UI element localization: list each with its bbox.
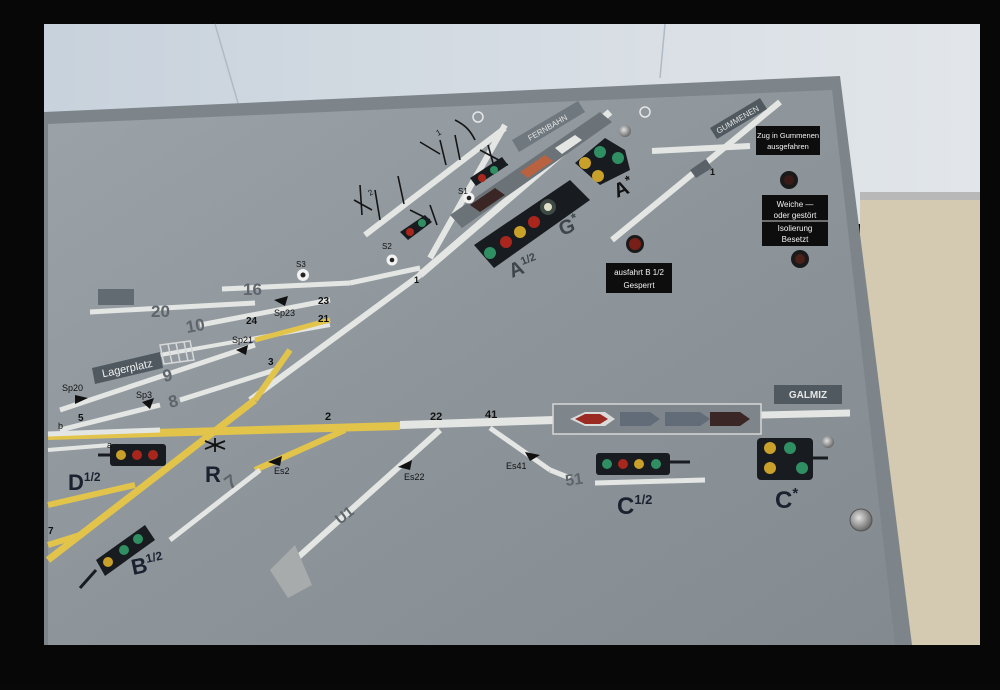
galmiz-label: GALMIZ bbox=[789, 390, 827, 401]
weiche-plate: Weiche — oder gestört Isolierung Besetzt bbox=[762, 195, 828, 246]
panel-screw-knob[interactable] bbox=[849, 508, 873, 532]
label-s3: S3 bbox=[296, 260, 306, 269]
ausfahrt-line2: Gesperrt bbox=[623, 281, 655, 290]
label-s2: S2 bbox=[382, 242, 392, 251]
zug-line1: Zug in Gummenen bbox=[757, 131, 819, 140]
label-b: b bbox=[58, 421, 63, 431]
isolierung-line2: Besetzt bbox=[782, 235, 809, 244]
label-sp23: Sp23 bbox=[274, 308, 295, 318]
signal-s1 bbox=[470, 157, 508, 186]
zug-line2: ausgefahren bbox=[767, 142, 809, 151]
gummenen-indicator bbox=[690, 159, 712, 178]
track-3: 3 bbox=[268, 357, 274, 368]
label-sp21: Sp21 bbox=[232, 335, 253, 345]
label-sp20: Sp20 bbox=[62, 383, 83, 393]
signal-d-half-label: D1/2 bbox=[68, 470, 101, 495]
track-10: 10 bbox=[184, 315, 206, 337]
track-23: 23 bbox=[318, 296, 330, 307]
signal-c-half bbox=[596, 453, 690, 475]
track-7-edge: 7 bbox=[48, 526, 54, 537]
signal-c-half-label: C1/2 bbox=[617, 492, 652, 520]
signal-a-star bbox=[575, 125, 631, 185]
zug-plate: Zug in Gummenen ausgefahren bbox=[756, 126, 820, 155]
label-es2: Es2 bbox=[274, 466, 290, 476]
isolierung-line1: Isolierung bbox=[778, 224, 813, 233]
signal-r-label: R bbox=[205, 462, 221, 487]
signal-letters: A1/2 G* A* D1/2 B1/2 R C1/2 C* bbox=[68, 172, 798, 580]
signal-a-half bbox=[474, 180, 590, 268]
track-16: 16 bbox=[243, 280, 262, 299]
label-es41: Es41 bbox=[506, 461, 527, 471]
track-8: 8 bbox=[166, 391, 180, 412]
track-22: 22 bbox=[430, 411, 442, 423]
track-1-gummenen: 1 bbox=[710, 167, 715, 177]
track-24: 24 bbox=[246, 316, 258, 327]
signal-d-half bbox=[98, 444, 166, 466]
weiche-line1: Weiche — bbox=[777, 200, 814, 209]
track-2: 2 bbox=[325, 411, 331, 423]
fernbahn-indicator-strip bbox=[450, 112, 612, 228]
signal-b-half-label: B1/2 bbox=[129, 549, 166, 580]
track-20: 20 bbox=[151, 302, 170, 321]
lagerplatz-hatch bbox=[159, 340, 195, 365]
track-5: 5 bbox=[78, 413, 84, 424]
panel-surface bbox=[48, 90, 895, 645]
label-tick2: 2 bbox=[367, 187, 376, 197]
ausfahrt-line1: ausfahrt B 1/2 bbox=[614, 268, 664, 277]
signal-c-star-label: C* bbox=[775, 485, 798, 514]
signal-a-half-label: A1/2 bbox=[506, 251, 542, 283]
track-buttons[interactable] bbox=[297, 106, 651, 281]
label-sp3: Sp3 bbox=[136, 390, 152, 400]
track-51: 51 bbox=[564, 471, 584, 490]
track-21: 21 bbox=[318, 314, 330, 325]
galmiz-plate: GALMIZ bbox=[774, 385, 842, 404]
signal-s2 bbox=[400, 215, 432, 240]
small-labels: b a S3 S1 S2 Sp20 Sp3 Sp21 Sp23 Es2 Es22… bbox=[58, 127, 527, 482]
label-es22: Es22 bbox=[404, 472, 425, 482]
label-s1: S1 bbox=[458, 187, 468, 196]
track-1: 1 bbox=[414, 275, 419, 285]
grey-block bbox=[98, 289, 134, 305]
galmiz-indicator-strip bbox=[552, 403, 762, 435]
r-shunt-symbol bbox=[204, 438, 226, 452]
track-9: 9 bbox=[161, 365, 174, 386]
label-tick1: 1 bbox=[435, 127, 444, 137]
signal-g-star-label: G* bbox=[555, 209, 584, 240]
track-41: 41 bbox=[485, 409, 497, 421]
ausfahrt-plate: ausfahrt B 1/2 Gesperrt bbox=[606, 263, 672, 293]
arrow-markers bbox=[75, 296, 540, 470]
signal-a-star-label: A* bbox=[610, 172, 638, 203]
signal-c-star bbox=[757, 436, 834, 480]
tape-patch bbox=[270, 545, 312, 598]
label-a: a bbox=[107, 440, 112, 450]
signal-b-half bbox=[78, 525, 155, 589]
weiche-line2: oder gestört bbox=[774, 211, 817, 220]
